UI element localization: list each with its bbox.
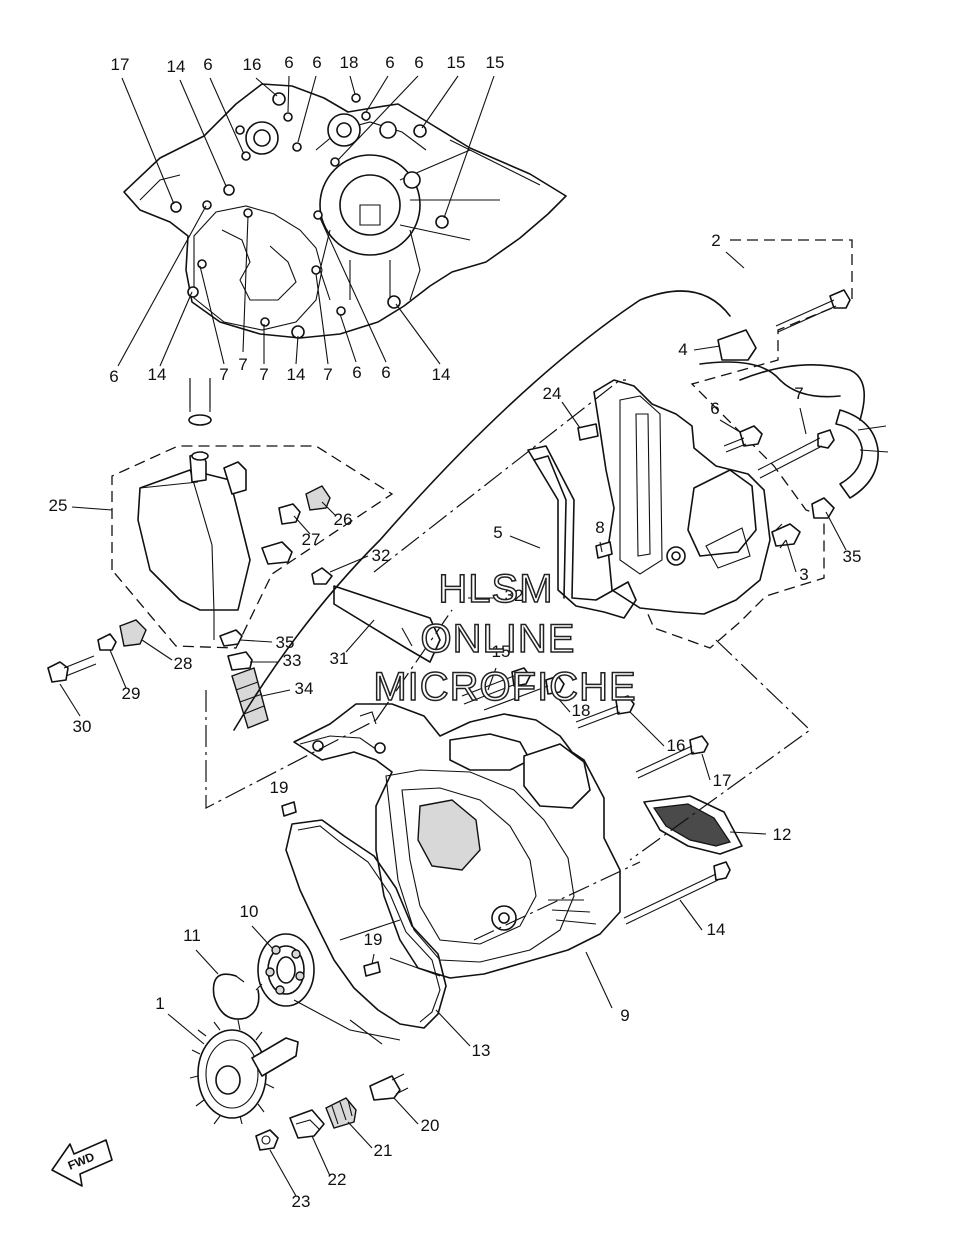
callout-c24: 24: [543, 384, 562, 403]
oil-tank-group: [111, 378, 394, 649]
callout-c23: 23: [292, 1192, 311, 1211]
fwd-arrow-icon: [51, 1139, 113, 1187]
callout-c31: 31: [330, 649, 349, 668]
crankcase-bolts: [461, 667, 731, 925]
callout-c29: 29: [122, 684, 141, 703]
watermark-line-2: ONLINE: [421, 617, 576, 661]
callout-c17b: 17: [713, 771, 732, 790]
callout-c6d: 6: [385, 53, 394, 72]
oil-strainer: [643, 795, 743, 855]
callout-c22: 22: [328, 1170, 347, 1189]
callout-c15a: 15: [447, 53, 466, 72]
callout-c11: 11: [183, 926, 201, 945]
callout-c5: 5: [493, 523, 502, 542]
callout-c32a: 32: [372, 546, 391, 565]
circlip: [212, 973, 263, 1020]
callout-c6c: 6: [312, 53, 321, 72]
drive-gear: [189, 1019, 299, 1125]
crankcase-gasket: [285, 819, 447, 1029]
callout-c6a: 6: [203, 55, 212, 74]
reference-lines: [205, 379, 811, 1045]
seal-pieces: [189, 378, 211, 408]
callout-c14a: 14: [167, 57, 186, 76]
callout-c32b: 32: [505, 586, 524, 605]
callout-c27: 27: [302, 530, 321, 549]
top-leader-lines: [117, 75, 495, 367]
watermark-line-1: HLSM: [438, 567, 553, 611]
callout-c35b: 35: [276, 633, 295, 652]
callout-c30: 30: [73, 717, 92, 736]
callout-c14c: 14: [287, 365, 306, 384]
callout-c6b: 6: [284, 53, 293, 72]
oil-pump-group: [577, 239, 889, 649]
callout-c19a: 19: [270, 778, 289, 797]
leader-lines: [59, 251, 847, 1197]
callout-c15c: 15: [492, 642, 511, 661]
callout-c15b: 15: [486, 53, 505, 72]
callout-c7e: 7: [794, 384, 803, 403]
small-parts-left: [47, 485, 441, 729]
bearing: [257, 933, 315, 1007]
callout-c16b: 16: [667, 736, 686, 755]
callout-c14b: 14: [148, 365, 167, 384]
callout-c10: 10: [240, 902, 259, 921]
callout-c7a: 7: [219, 365, 228, 384]
callout-c6f: 6: [109, 367, 118, 386]
callout-c16a: 16: [243, 55, 262, 74]
callout-c6g: 6: [352, 363, 361, 382]
callout-c28: 28: [174, 654, 193, 673]
callout-c1: 1: [155, 994, 164, 1013]
callout-c18a: 18: [340, 53, 359, 72]
callout-c20: 20: [421, 1116, 440, 1135]
callout-c4: 4: [678, 340, 687, 359]
callout-c9: 9: [620, 1006, 629, 1025]
callout-c14d: 14: [432, 365, 451, 384]
callout-c7d: 7: [323, 365, 332, 384]
crankcase-half: [293, 703, 621, 979]
crankcase-cover-plate: [123, 83, 567, 339]
callout-c33: 33: [283, 651, 302, 670]
callout-c6h: 6: [381, 363, 390, 382]
small-parts-bottom: [255, 1073, 409, 1151]
watermark-line-3: MICROFICHE: [373, 665, 636, 709]
callout-c7b: 7: [238, 355, 247, 374]
callout-c25: 25: [49, 496, 68, 515]
callout-c19b: 19: [364, 930, 383, 949]
callout-c13: 13: [472, 1041, 491, 1060]
callout-c12: 12: [773, 825, 792, 844]
callout-c34: 34: [295, 679, 314, 698]
watermark: HLSM ONLINE MICROFICHE: [373, 566, 637, 710]
callout-c35a: 35: [843, 547, 862, 566]
callout-c14e: 14: [707, 920, 726, 939]
callout-c17a: 17: [111, 55, 130, 74]
callout-c6i: 6: [710, 399, 719, 418]
callout-c18b: 18: [572, 701, 591, 720]
callout-c2: 2: [711, 231, 720, 250]
oil-pump-gasket: [527, 445, 637, 619]
callout-c3: 3: [799, 565, 808, 584]
callout-c6e: 6: [414, 53, 423, 72]
callout-c8: 8: [595, 518, 604, 537]
dowel-pins: [281, 801, 381, 977]
callout-c26: 26: [334, 510, 353, 529]
callout-c7c: 7: [259, 365, 268, 384]
callout-c21: 21: [374, 1141, 393, 1160]
long-hose-lines: [233, 290, 866, 731]
